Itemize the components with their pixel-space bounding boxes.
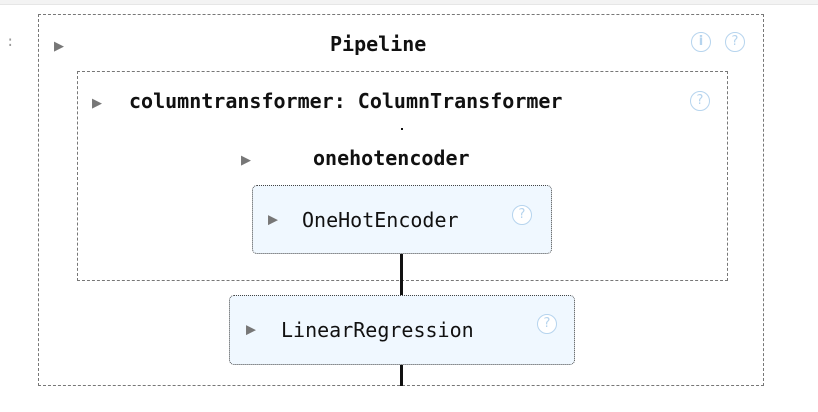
- onehotencoder-estimator-name: OneHotEncoder: [302, 207, 459, 232]
- top-border: [0, 0, 818, 5]
- linearregression-help-icon[interactable]: ?: [537, 314, 557, 334]
- onehotencoder-estimator-box[interactable]: ▶ OneHotEncoder: [252, 185, 552, 254]
- onehotencoder-branch-title[interactable]: onehotencoder: [313, 146, 470, 170]
- linearregression-name: LinearRegression: [281, 318, 474, 342]
- columntransformer-help-icon[interactable]: ?: [690, 91, 710, 111]
- pipeline-title[interactable]: Pipeline: [330, 32, 427, 56]
- onehotencoder-expand-toggle[interactable]: ▶: [241, 153, 251, 168]
- connector-line-bottom: [400, 365, 403, 386]
- columntransformer-title[interactable]: columntransformer: ColumnTransformer: [129, 89, 563, 113]
- cell-gutter-dots: :: [6, 34, 15, 50]
- linearregression-expand-toggle[interactable]: ▶: [246, 322, 256, 338]
- info-icon[interactable]: i: [691, 32, 711, 52]
- help-icon[interactable]: ?: [725, 32, 745, 52]
- linearregression-estimator-box[interactable]: ▶ LinearRegression: [229, 295, 575, 365]
- onehotencoder-estimator-expand-toggle[interactable]: ▶: [268, 212, 278, 227]
- columntransformer-expand-toggle[interactable]: ▶: [92, 96, 102, 111]
- connector-tick: [401, 128, 403, 130]
- connector-line: [400, 254, 403, 296]
- pipeline-expand-toggle[interactable]: ▶: [54, 39, 64, 54]
- onehotencoder-help-icon[interactable]: ?: [512, 205, 532, 225]
